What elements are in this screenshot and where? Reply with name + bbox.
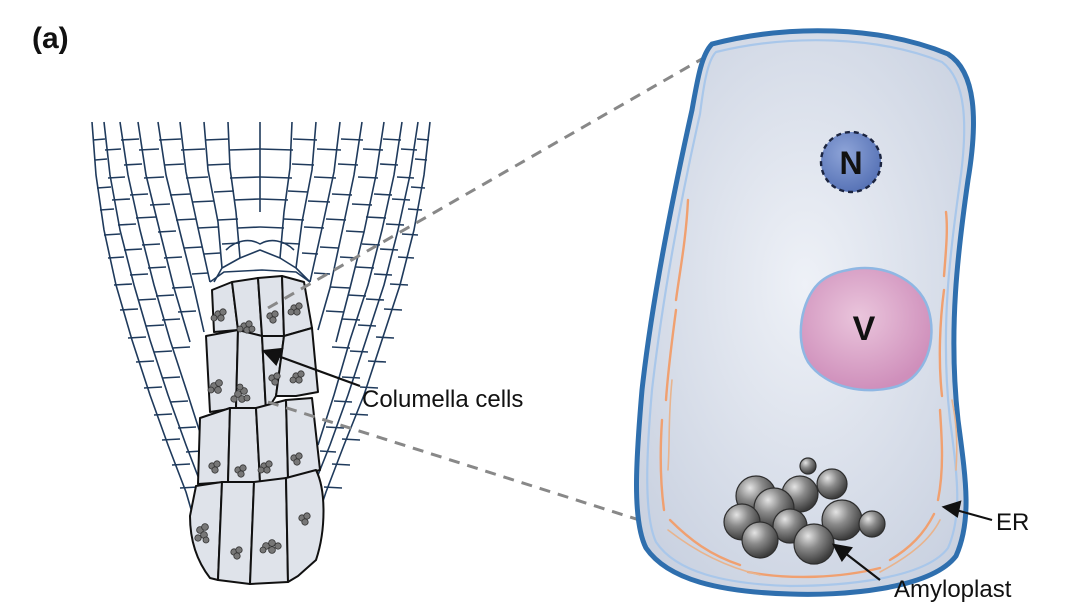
root-outline-left (91, 121, 201, 541)
columella-label: Columella cells (362, 386, 523, 413)
nucleus-label: N (839, 145, 862, 181)
panel-label: (a) (32, 22, 69, 55)
zoom-lines (267, 50, 715, 526)
zoom-line-bottom (267, 400, 653, 526)
amyloplast-label: Amyloplast (894, 576, 1012, 603)
er-strands (659, 198, 958, 579)
er-label: ER (996, 509, 1029, 536)
amyloplasts (723, 457, 886, 565)
columella-cell-enlarged: N V (634, 28, 976, 597)
columella-cells (189, 275, 325, 585)
vacuole-label: V (853, 310, 876, 348)
columella-arrow (261, 347, 361, 388)
nucleus: N (819, 130, 883, 194)
vacuole: V (799, 266, 933, 392)
plasma-membrane (646, 39, 966, 588)
root-tip-tissue (91, 121, 431, 541)
zoom-line-top (267, 50, 715, 310)
amyloplast-arrow (831, 543, 881, 581)
root-outline-right (309, 121, 431, 541)
root-amyloplast-clusters (194, 302, 311, 560)
er-arrow (941, 500, 993, 522)
